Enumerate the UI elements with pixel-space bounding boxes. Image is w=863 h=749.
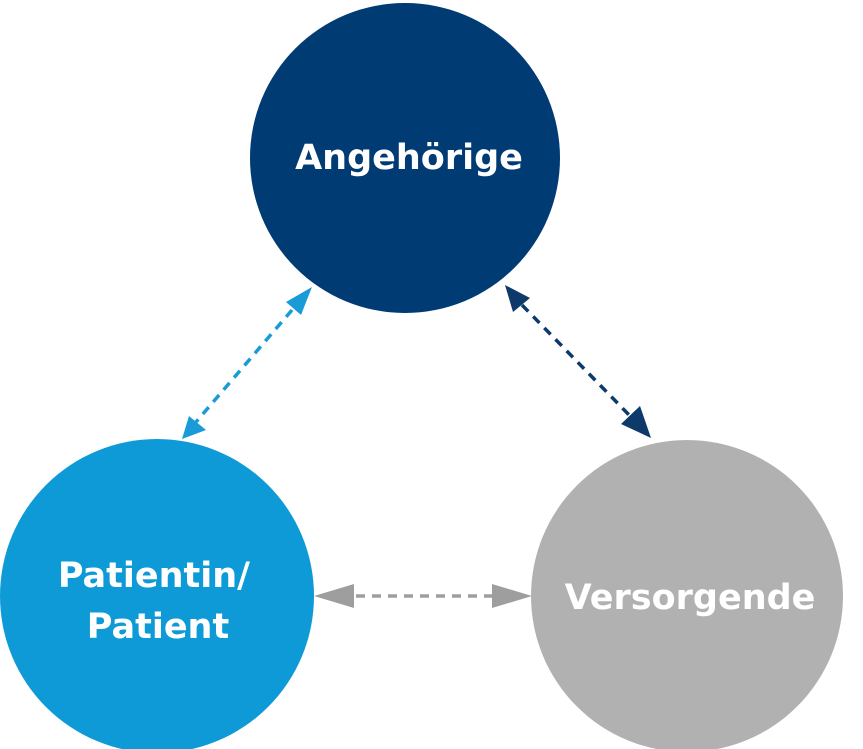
node-angehoerige-circle xyxy=(250,3,560,313)
node-versorgende-circle xyxy=(531,440,843,749)
node-angehoerige: Angehörige xyxy=(250,3,560,313)
node-patient: Patientin/ Patient xyxy=(0,439,314,749)
node-versorgende-label-line-1: Versorgende xyxy=(565,578,816,618)
node-patient-circle xyxy=(0,439,314,749)
edge-angehoerige-patient-arrow-start xyxy=(286,287,312,315)
node-versorgende: Versorgende xyxy=(531,440,843,749)
node-patient-label: Patientin/ Patient xyxy=(58,556,262,647)
node-versorgende-label: Versorgende xyxy=(565,578,816,618)
edge-angehoerige-versorgende-arrow-end xyxy=(621,406,651,438)
node-patient-label-line-2: Patient xyxy=(87,607,229,647)
edge-angehoerige-versorgende-line xyxy=(520,303,636,422)
edge-patient-versorgende-arrow-end xyxy=(492,584,532,608)
edge-angehoerige-versorgende xyxy=(505,285,651,438)
edge-angehoerige-versorgende-arrow-start xyxy=(505,285,530,312)
edge-patient-versorgende-arrow-start xyxy=(314,584,354,608)
node-angehoerige-label: Angehörige xyxy=(295,138,523,178)
edge-angehoerige-patient xyxy=(182,287,312,439)
edge-angehoerige-patient-arrow-end xyxy=(182,416,206,439)
edge-angehoerige-patient-line xyxy=(194,308,294,424)
node-patient-label-line-1: Patientin/ xyxy=(58,556,250,596)
edge-patient-versorgende xyxy=(314,584,532,608)
node-angehoerige-label-line-1: Angehörige xyxy=(295,138,523,178)
